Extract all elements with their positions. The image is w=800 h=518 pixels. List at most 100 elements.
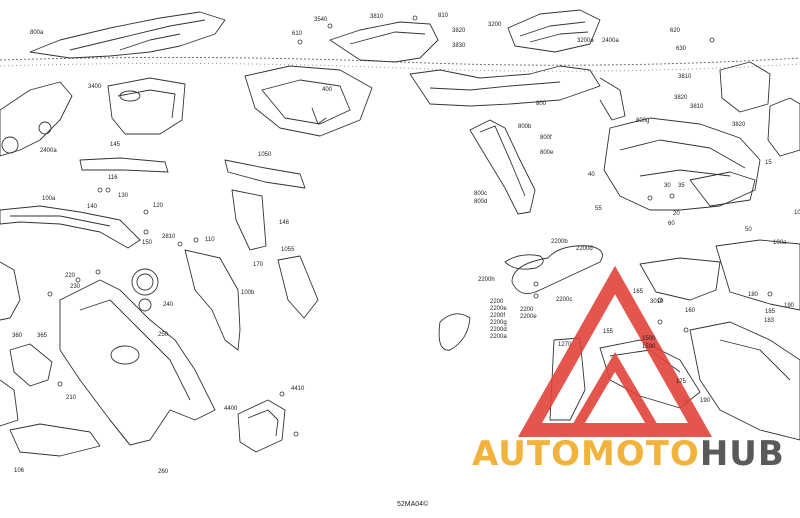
part-250 [59, 279, 216, 446]
callout-2200g: 2200g [490, 320, 507, 326]
callout-2400a: 2400a [40, 148, 57, 154]
callout-1055: 1055 [281, 247, 295, 253]
callout-2810: 2810 [162, 234, 176, 240]
callout-1500: 1500 [642, 336, 656, 342]
callout-800g: 800g [636, 118, 650, 124]
part-1050 [224, 159, 306, 189]
callout-610: 610 [292, 31, 303, 37]
part-100a-right [639, 257, 721, 301]
callout-3540: 3540 [314, 17, 328, 23]
callout-2200-b: 2200 [520, 307, 534, 313]
callout-183: 183 [764, 318, 775, 324]
callout-116: 116 [108, 175, 118, 181]
callout-220: 220 [65, 273, 76, 279]
watermark-logo [517, 265, 713, 437]
callout-3200: 3200 [488, 22, 502, 28]
part-800a [29, 11, 226, 59]
callout-2200d: 2200d [576, 246, 593, 252]
part-2400a [0, 81, 73, 157]
callout-55: 55 [595, 206, 602, 212]
callout-3010: 3010 [650, 299, 664, 305]
callout-160: 160 [685, 308, 696, 314]
part-3400 [107, 77, 186, 135]
callout-3820-c: 3820 [732, 122, 746, 128]
callout-165: 165 [633, 289, 644, 295]
callout-150: 150 [142, 240, 153, 246]
watermark-text: AUTOMOTOHUB [472, 436, 785, 472]
callout-60: 60 [668, 221, 675, 227]
watermark-part-b: HUB [699, 434, 785, 474]
part-400 [244, 65, 373, 137]
callout-1270: 1270 [558, 342, 572, 348]
callout-35: 35 [678, 183, 685, 189]
callout-140: 140 [87, 204, 98, 210]
part-240 [131, 268, 159, 296]
callout-2200e: 2200e [490, 306, 507, 312]
watermark-part-a: AUTOMOTO [472, 434, 700, 474]
part-4400 [237, 399, 286, 453]
part-106 [9, 423, 101, 457]
callout-146: 146 [279, 220, 290, 226]
callout-800b: 800b [518, 124, 532, 130]
callout-3830: 3830 [452, 43, 466, 49]
callout-10: 10 [794, 210, 800, 216]
callout-260: 260 [158, 469, 169, 475]
callout-365: 365 [37, 333, 48, 339]
callout-120: 120 [153, 203, 164, 209]
callout-190: 190 [784, 303, 795, 309]
callout-2200a: 2200a [490, 334, 507, 340]
callout-3820: 3820 [452, 28, 466, 34]
callout-110: 110 [205, 237, 215, 243]
callout-4400: 4400 [224, 406, 238, 412]
callout-100b: 100b [241, 290, 255, 296]
callout-4410: 4410 [291, 386, 305, 392]
callout-250: 250 [158, 332, 169, 338]
callout-3200a: 3200a [577, 38, 594, 44]
part-360 [9, 343, 53, 387]
part-146 [231, 189, 267, 251]
callout-2200h: 2200h [478, 277, 495, 283]
callout-810: 810 [438, 13, 449, 19]
callout-30: 30 [664, 183, 671, 189]
part-3810 [329, 21, 439, 63]
callout-100a: 100a [42, 196, 56, 202]
callout-3810: 3810 [370, 14, 384, 20]
part-800 [409, 65, 601, 107]
part-100b [184, 249, 241, 351]
callout-50: 50 [745, 227, 752, 233]
callout-130: 130 [118, 193, 129, 199]
callout-155: 155 [603, 329, 614, 335]
callout-185: 185 [765, 309, 776, 315]
part-2200d [511, 245, 603, 295]
callout-800d: 800d [474, 199, 488, 205]
callout-1050: 1050 [258, 152, 272, 158]
callout-180: 180 [748, 292, 759, 298]
callout-100a-right: 100a [773, 240, 787, 246]
callout-20: 20 [673, 211, 680, 217]
separator-band [0, 56, 800, 66]
callout-800c: 800c [474, 191, 488, 197]
callout-145: 145 [110, 142, 121, 148]
part-1055 [277, 255, 319, 319]
part-15 [603, 117, 761, 211]
callout-170: 170 [253, 262, 264, 268]
callout-230: 230 [70, 284, 81, 290]
callout-190-b: 190 [700, 398, 711, 404]
part-2200b [504, 254, 544, 270]
part-3820 [719, 61, 771, 113]
callout-15: 15 [765, 160, 772, 166]
callout-175: 175 [676, 379, 687, 385]
callout-3810-c: 3810 [690, 104, 704, 110]
part-100a [0, 205, 141, 249]
callout-3400: 3400 [88, 84, 102, 90]
callout-800e: 800e [540, 150, 554, 156]
part-2200a [438, 313, 471, 351]
callout-800: 800 [536, 101, 547, 107]
part-800c [469, 119, 536, 215]
callout-620: 620 [670, 28, 681, 34]
callout-360: 360 [12, 333, 23, 339]
callout-2200f: 2200f [490, 313, 506, 319]
callout-400: 400 [322, 87, 333, 93]
callout-106: 106 [14, 468, 25, 474]
